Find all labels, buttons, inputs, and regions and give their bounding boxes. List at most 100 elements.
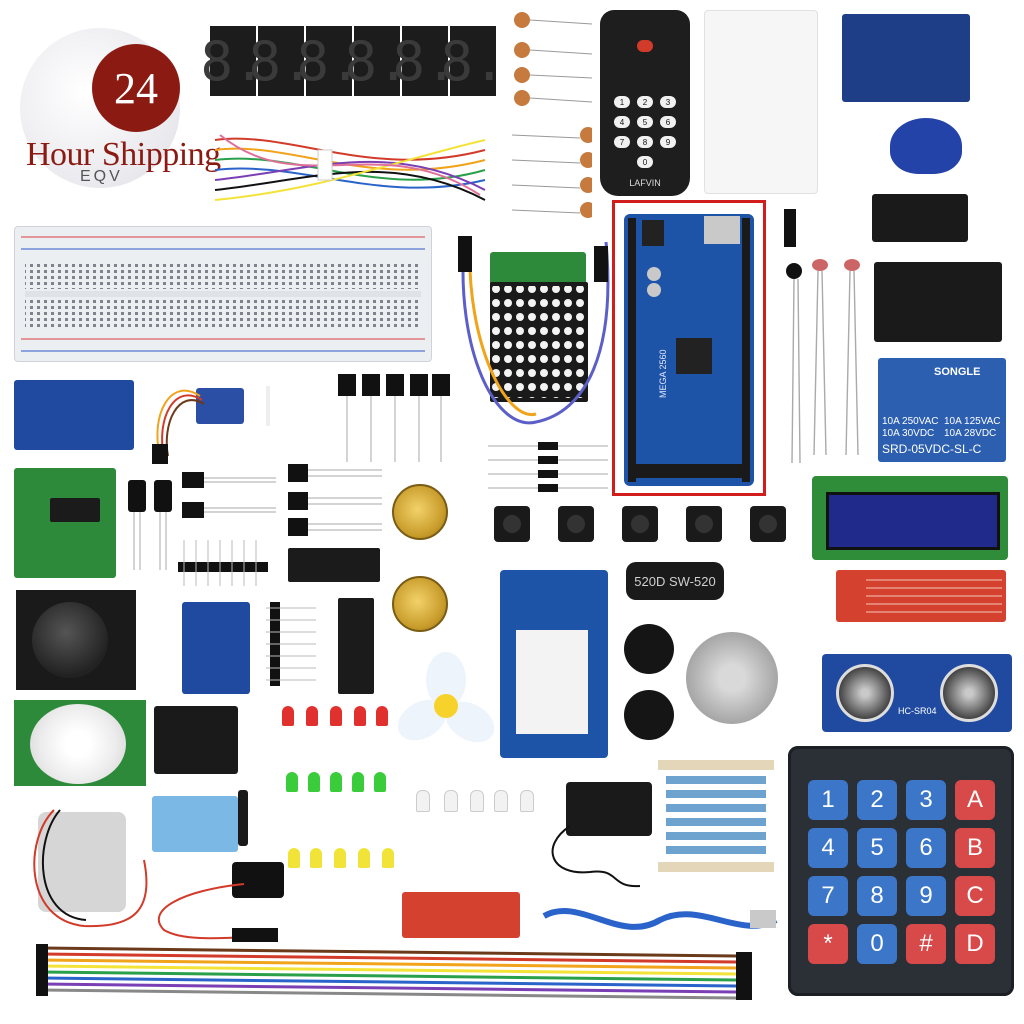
voltage-regulators-icon [288,464,382,536]
push-button-icon [622,506,658,542]
remote-power-button [637,40,653,52]
seven-segment-digit: 8. [344,26,410,96]
keypad-key: 2 [857,780,897,820]
seven-segment-digit: 8. [392,26,458,96]
keypad-key: 0 [857,924,897,964]
led-red-icon [330,706,342,726]
led-white-icon [494,790,508,812]
ic-chip-icon [288,548,380,582]
relay-rating: 10A 30VDC [882,428,935,439]
relay-module-icon: SONGLE 10A 250VAC 10A 30VDC 10A 125VAC 1… [878,358,1006,462]
keypad-key: 9 [906,876,946,916]
ribbon-cable-icon [36,944,752,1000]
adapter-cable-icon [551,825,641,888]
rotary-encoder-icon [154,706,238,774]
ultrasonic-transducer [836,664,894,722]
led-green-icon [352,772,364,792]
led-white-icon [470,790,484,812]
power-supply-module-icon [874,262,1002,342]
keypad-key: 3 [906,780,946,820]
remote-button: 7 [614,136,630,148]
resistor-leads-icon [784,209,860,464]
membrane-keypad-icon: 1 2 3 A 4 5 6 B 7 8 9 C * 0 # D [788,746,1014,996]
ic-chip-icon [338,598,374,694]
keypad-key: A [955,780,995,820]
ceramic-capacitors-icon [512,12,592,218]
led-yellow-icon [310,848,322,868]
remote-button: 4 [614,116,630,128]
keypad-key: 1 [808,780,848,820]
ultrasonic-label: HC-SR04 [898,706,937,716]
diodes-icon [488,442,608,492]
driver-chip [50,498,100,522]
led-yellow-icon [358,848,370,868]
passive-buzzer-icon [624,624,674,674]
keypad-key: 6 [906,828,946,868]
push-button-icon [686,506,722,542]
sound-sensor-icon [402,892,520,938]
rfid-keyfob-icon [890,118,962,174]
remote-brand: LAFVIN [629,178,661,188]
breadboard-icon [14,226,432,362]
ir-remote-icon: 1 2 3 4 5 6 7 8 9 0 [600,10,690,196]
rfid-reader-icon [842,14,970,102]
led-white-icon [444,790,458,812]
active-buzzer-icon [624,690,674,740]
gyro-module-icon [182,602,250,694]
led-yellow-icon [382,848,394,868]
remote-button: 6 [660,116,676,128]
led-yellow-icon [334,848,346,868]
led-green-icon [330,772,342,792]
led-green-icon [374,772,386,792]
keypad-key: 4 [808,828,848,868]
capacitor-transistor-icon [128,472,276,586]
keypad-key: C [955,876,995,916]
led-red-icon [354,706,366,726]
dc-motor-icon [38,812,126,912]
stepper-motor-icon [686,632,778,724]
relay-rating: 10A 28VDC [944,428,997,439]
breadboard-holes [21,236,425,352]
rtc-module-icon [14,380,134,450]
badge-number: 24 [92,44,180,132]
remote-button: 0 [637,156,653,168]
pin-headers-icon [266,602,316,686]
rfid-card-icon [704,10,818,194]
ultrasonic-transducer [940,664,998,722]
stepper-driver-icon [14,468,116,578]
led-red-icon [282,706,294,726]
led-green-icon [308,772,320,792]
fan-blade-icon [397,652,495,743]
remote-button: 2 [637,96,653,108]
relay-rating: 10A 125VAC [944,416,1001,427]
resistors-icon [658,760,774,872]
remote-button: 8 [637,136,653,148]
mini-breadboard-icon [516,630,588,734]
dht-pcb [238,790,248,846]
led-red-icon [376,706,388,726]
seven-segment-digit: 8. [248,26,314,96]
seven-segment-digit: 8. [440,26,506,96]
battery-clip-icon [232,862,284,898]
keypad-key: D [955,924,995,964]
push-button-icon [750,506,786,542]
water-sensor-icon [836,570,1006,622]
led-matrix-icon [490,282,588,402]
servo-wire-icon [152,386,270,464]
badge-text: Hour Shipping [26,136,221,173]
motor-wires-icon [33,809,148,928]
battery-cable-icon [157,883,278,942]
led-green-icon [286,772,298,792]
push-button-icon [558,506,594,542]
lcd-screen [826,492,1000,550]
keypad-key: 5 [857,828,897,868]
remote-button: 1 [614,96,630,108]
potentiometer-icon [392,576,448,632]
keypad-key: 7 [808,876,848,916]
relay-rating: 10A 250VAC [882,416,939,427]
led-white-icon [520,790,534,812]
sensor-module-icon [872,194,968,242]
dupont-wires-icon [458,236,610,425]
led-yellow-icon [288,848,300,868]
